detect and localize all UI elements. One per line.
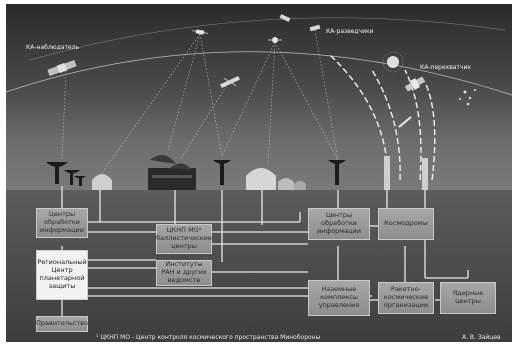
footnote: ¹ ЦКНП МО - Центр контроля космического … [96,334,321,341]
ka-observer-label: КА-наблюдатель [26,44,80,51]
scout-satellite-4 [309,24,321,32]
sight-lines [61,29,339,177]
rocket-space-box: Ракетно-космические организации [378,282,434,314]
ground-facilities [46,154,428,190]
observatory-dome-4 [294,181,306,190]
scout-satellite-2 [268,37,282,43]
nuclear-centers-box: Ядерные центры [440,282,496,314]
sky-background [6,4,512,190]
ground-control-box: Наземные комплексы управления [308,280,370,316]
tsknp-ballistic-box: ЦКНП МО¹ баллистические центры [156,224,212,254]
dish-antenna-5 [328,160,346,164]
orbit-arc-outer [29,17,506,61]
dish-antenna-3 [74,176,86,179]
observer-satellite [47,60,77,76]
launch-tower-2 [422,158,428,190]
centers-processing-right-box: Центры обработки информации [308,208,370,240]
observatory-dome-3 [278,178,294,190]
government-box: Правительство [36,316,88,332]
launch-tower-1 [384,156,390,190]
relay-satellite [404,76,426,92]
scout-satellite-3 [279,14,291,22]
dish-antenna-1 [46,162,68,167]
launch-trajectories [329,54,436,181]
ka-scouts-label: КА-разведчики [326,28,374,35]
missile [398,116,412,128]
scout-satellite-1 [192,29,208,35]
dish-antenna-4 [213,160,231,164]
observatory-dome-1 [92,174,112,190]
observatory-dome-2 [246,168,276,190]
asteroid [382,51,404,73]
drone [220,75,240,89]
regional-center-box: Региональный Центр планетарной защиты [36,250,88,300]
ka-relay-label: КА-перехватчик [420,64,471,71]
dish-antenna-2 [64,170,80,174]
institutes-box: Институты РАН и других ведомств [156,260,212,286]
connection-lines [61,186,469,316]
centers-processing-left-box: Центры обработки информации [36,208,88,238]
cosmodromes-box: Космодромы [378,208,434,240]
author: А. В. Зайцев [462,334,501,341]
radar-complex [148,154,196,190]
orbit-arc [5,51,513,96]
debris [459,89,476,106]
